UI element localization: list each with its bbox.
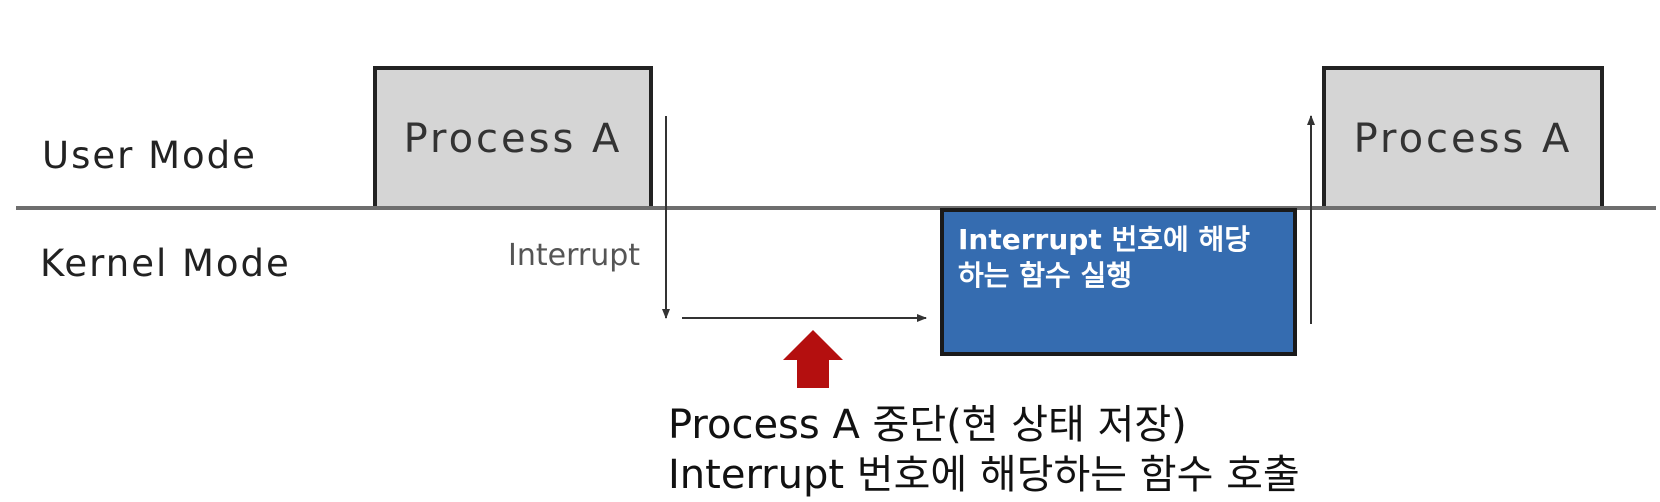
- note-line-1: Process A 중단(현 상태 저장): [668, 402, 1187, 448]
- interrupt-handler-box: Interrupt 번호에 해당 하는 함수 실행: [940, 208, 1297, 356]
- process-a-box-right: Process A: [1322, 66, 1604, 208]
- mode-boundary-line: [16, 206, 1656, 210]
- process-a-label-left: Process A: [403, 116, 623, 162]
- kernel-mode-label: Kernel Mode: [40, 242, 291, 285]
- user-mode-label: User Mode: [42, 134, 257, 177]
- process-a-box-left: Process A: [373, 66, 653, 208]
- process-a-label-right: Process A: [1353, 116, 1573, 162]
- note-line-2: Interrupt 번호에 해당하는 함수 호출: [668, 452, 1300, 498]
- red-up-arrow-icon: [783, 330, 843, 388]
- interrupt-label: Interrupt: [508, 238, 641, 273]
